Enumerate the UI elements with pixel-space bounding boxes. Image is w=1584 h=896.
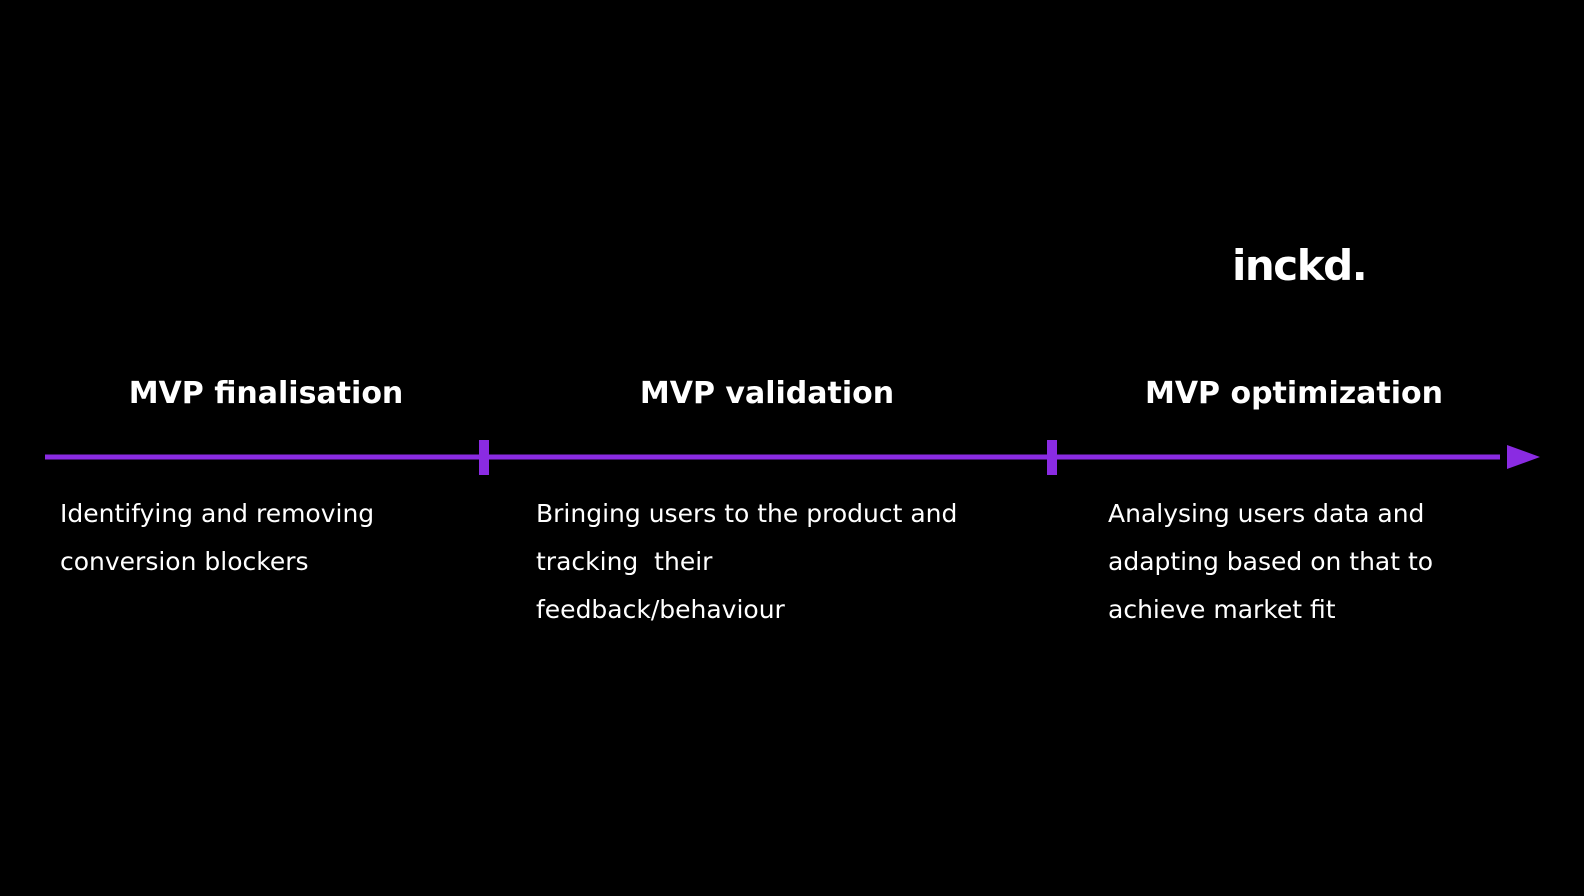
- timeline-divider-2: [1047, 440, 1057, 475]
- phase-title-mvp-optimization: MVP optimization: [1144, 376, 1444, 411]
- description-line: Analysing users data and: [1108, 499, 1425, 528]
- description-line: adapting based on that to: [1108, 547, 1434, 576]
- description-line: conversion blockers: [60, 547, 309, 576]
- phase-description-mvp-optimization: Analysing users data and adapting based …: [1108, 490, 1433, 634]
- phase-description-mvp-validation: Bringing users to the product and tracki…: [536, 490, 957, 634]
- timeline-arrow-head: [1507, 445, 1540, 469]
- phase-title-mvp-finalisation: MVP finalisation: [128, 376, 404, 411]
- description-line: feedback/behaviour: [536, 595, 785, 624]
- phase-description-mvp-finalisation: Identifying and removing conversion bloc…: [60, 490, 374, 586]
- timeline-axis: [45, 440, 1540, 475]
- timeline-divider-1: [479, 440, 489, 475]
- description-line: tracking their: [536, 547, 713, 576]
- description-line: Identifying and removing: [60, 499, 375, 528]
- phase-title-mvp-validation: MVP validation: [639, 376, 895, 411]
- description-line: Bringing users to the product and: [536, 499, 958, 528]
- brand-logo: inckd.: [1232, 241, 1368, 290]
- description-line: achieve market fit: [1108, 595, 1336, 624]
